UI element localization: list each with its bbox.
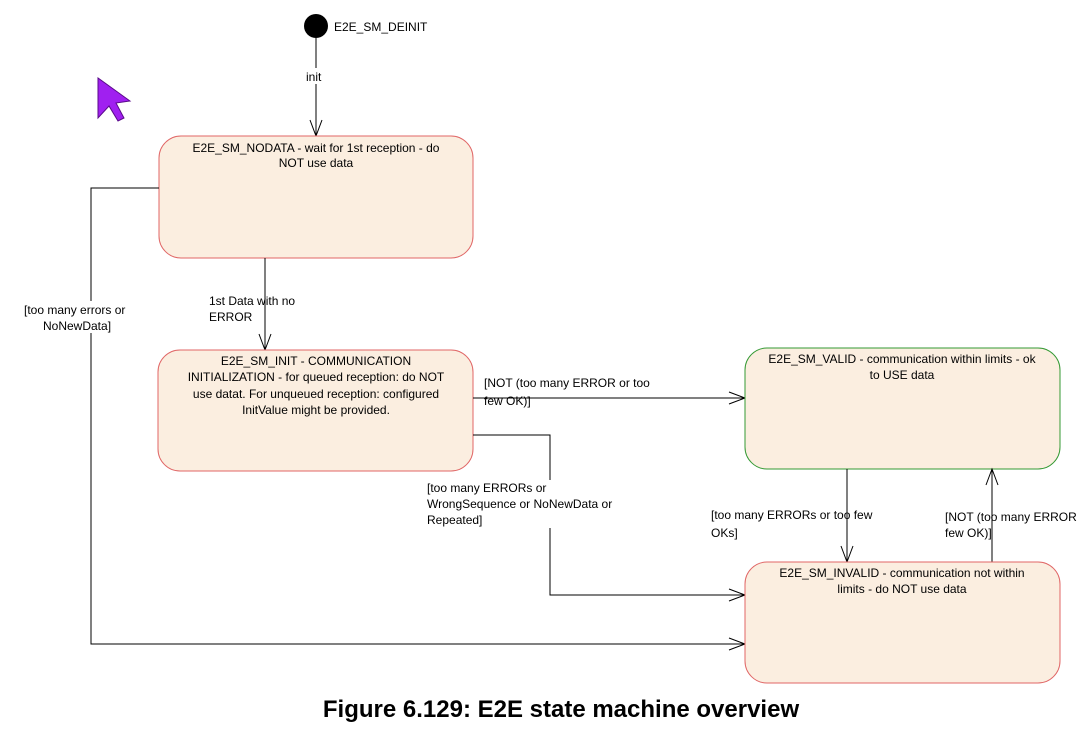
state-init-line-2: INITIALIZATION - for queued reception: d… [188, 370, 445, 384]
state-init-line-3: use datat. For unqueued reception: confi… [193, 387, 439, 401]
transition-nodata-to-invalid: [too many errors or NoNewData] [22, 187, 747, 651]
transition-deinit-to-nodata: init [302, 38, 332, 138]
transition-label-not-too-many-errors-2: few OK)] [484, 394, 531, 408]
transition-label-too-many-errors-2: NoNewData] [43, 319, 111, 333]
state-init: E2E_SM_INIT - COMMUNICATION INITIALIZATI… [157, 349, 474, 472]
state-init-line-4: InitValue might be provided. [242, 403, 390, 417]
transition-label-not-too-many-error-2: few OK)] [945, 526, 992, 540]
mouse-pointer-icon [97, 77, 132, 122]
transition-label-wrong-sequence: [too many ERRORs or [427, 481, 546, 495]
transition-label-init: init [306, 70, 322, 84]
transition-label-first-data: 1st Data with no [209, 294, 295, 308]
transition-label-too-few-oks-2: OKs] [711, 526, 738, 540]
state-valid-title: E2E_SM_VALID - communication within limi… [768, 352, 1036, 366]
state-invalid-title: E2E_SM_INVALID - communication not withi… [779, 566, 1024, 580]
state-init-line-1: E2E_SM_INIT - COMMUNICATION [221, 354, 411, 368]
state-nodata: E2E_SM_NODATA - wait for 1st reception -… [158, 135, 474, 259]
transition-label-not-too-many-errors: [NOT (too many ERROR or too [484, 376, 650, 390]
transition-valid-to-invalid: [too many ERRORs or too few OKs] [711, 469, 873, 564]
state-nodata-subtitle: NOT use data [279, 156, 354, 170]
figure-caption: Figure 6.129: E2E state machine overview [323, 696, 800, 723]
transition-label-wrong-sequence-3: Repeated] [427, 513, 482, 527]
transition-label-wrong-sequence-2: WrongSequence or NoNewData or [427, 497, 612, 511]
state-valid: E2E_SM_VALID - communication within limi… [744, 347, 1061, 470]
transition-init-to-invalid: [too many ERRORs or WrongSequence or NoN… [424, 434, 747, 602]
state-invalid: E2E_SM_INVALID - communication not withi… [744, 561, 1061, 684]
state-invalid-subtitle: limits - do NOT use data [837, 582, 966, 596]
initial-state-label: E2E_SM_DEINIT [334, 20, 428, 34]
initial-state-dot [304, 14, 328, 38]
transition-invalid-to-valid: [NOT (too many ERROR few OK)] [945, 467, 1077, 562]
transition-nodata-to-init: 1st Data with no ERROR [209, 258, 295, 352]
state-nodata-title: E2E_SM_NODATA - wait for 1st reception -… [193, 141, 440, 155]
state-valid-subtitle: to USE data [870, 368, 935, 382]
transition-label-too-few-oks: [too many ERRORs or too few [711, 508, 873, 522]
transition-label-too-many-errors: [too many errors or [24, 303, 125, 317]
transition-label-not-too-many-error: [NOT (too many ERROR [945, 510, 1077, 524]
transition-label-first-data-2: ERROR [209, 310, 253, 324]
transition-init-to-valid: [NOT (too many ERROR or too few OK)] [473, 376, 747, 408]
